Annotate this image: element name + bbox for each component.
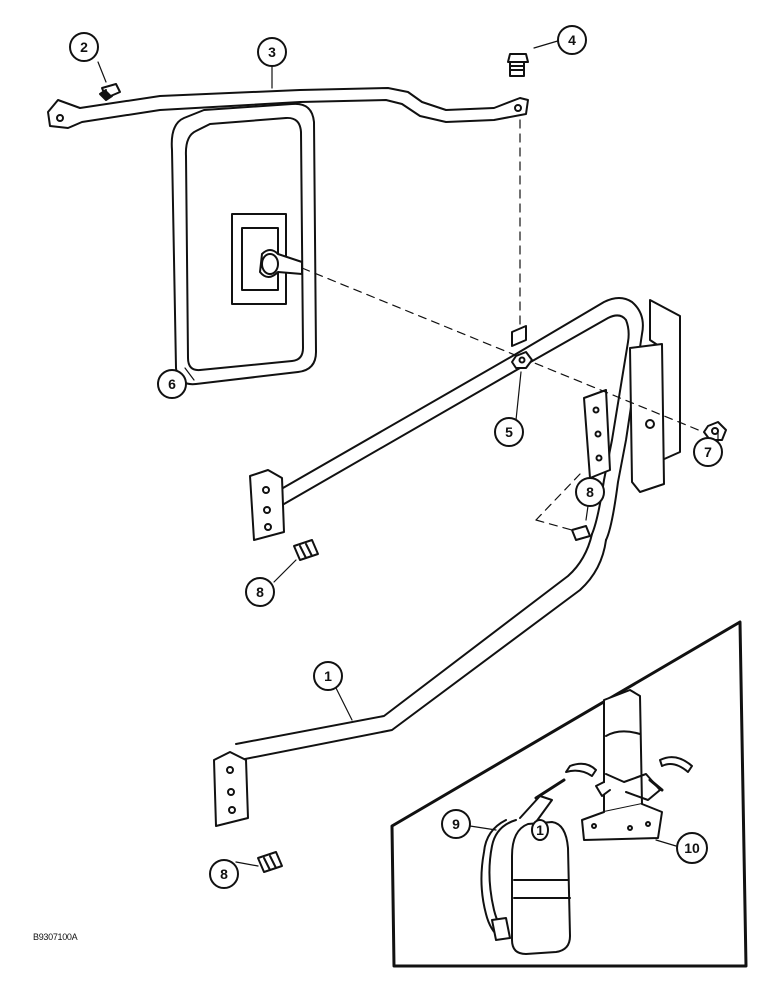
cap-screw-8-middle bbox=[571, 525, 591, 541]
callout-1: 1 bbox=[313, 661, 343, 691]
cap-screw-8-bottom bbox=[257, 851, 283, 873]
nut-5 bbox=[511, 351, 533, 369]
callout-2-label: 2 bbox=[80, 39, 88, 55]
callout-9-label: 9 bbox=[452, 816, 460, 832]
callout-8-left-label: 8 bbox=[256, 584, 264, 600]
callout-8-bottom: 8 bbox=[209, 859, 239, 889]
callout-10-label: 10 bbox=[684, 840, 700, 856]
leader-lines bbox=[97, 39, 719, 867]
callout-5-label: 5 bbox=[505, 424, 513, 440]
callout-2: 2 bbox=[69, 32, 99, 62]
callout-8-bottom-label: 8 bbox=[220, 866, 228, 882]
upper-mirror-arm bbox=[47, 87, 529, 129]
callout-8-middle: 8 bbox=[575, 477, 605, 507]
mirror-stud bbox=[259, 249, 303, 278]
callout-4: 4 bbox=[557, 25, 587, 55]
callout-5: 5 bbox=[494, 417, 524, 447]
cap-screw-2 bbox=[99, 83, 121, 101]
callout-8-left: 8 bbox=[245, 577, 275, 607]
inset-extinguisher-view bbox=[390, 620, 748, 968]
bolt-4 bbox=[507, 53, 529, 77]
fire-extinguisher bbox=[480, 778, 571, 955]
callout-7-label: 7 bbox=[704, 444, 712, 460]
callout-8-middle-label: 8 bbox=[586, 484, 594, 500]
callout-6-label: 6 bbox=[168, 376, 176, 392]
callout-1-label: 1 bbox=[324, 668, 332, 684]
callout-7: 7 bbox=[693, 437, 723, 467]
extinguisher-bracket bbox=[565, 689, 693, 841]
extinguisher-label: 1 bbox=[536, 822, 544, 838]
callout-6: 6 bbox=[157, 369, 187, 399]
nut-7 bbox=[703, 421, 727, 441]
callout-3: 3 bbox=[257, 37, 287, 67]
callout-3-label: 3 bbox=[268, 44, 276, 60]
cab-mounting-bracket bbox=[583, 299, 681, 493]
callout-4-label: 4 bbox=[568, 32, 576, 48]
mirror-head bbox=[170, 102, 317, 386]
callout-9: 9 bbox=[441, 809, 471, 839]
main-mirror-frame bbox=[213, 297, 644, 827]
cap-screw-8-left bbox=[293, 539, 319, 561]
figure-id: B9307100A bbox=[33, 932, 78, 942]
callout-10: 10 bbox=[676, 832, 708, 864]
